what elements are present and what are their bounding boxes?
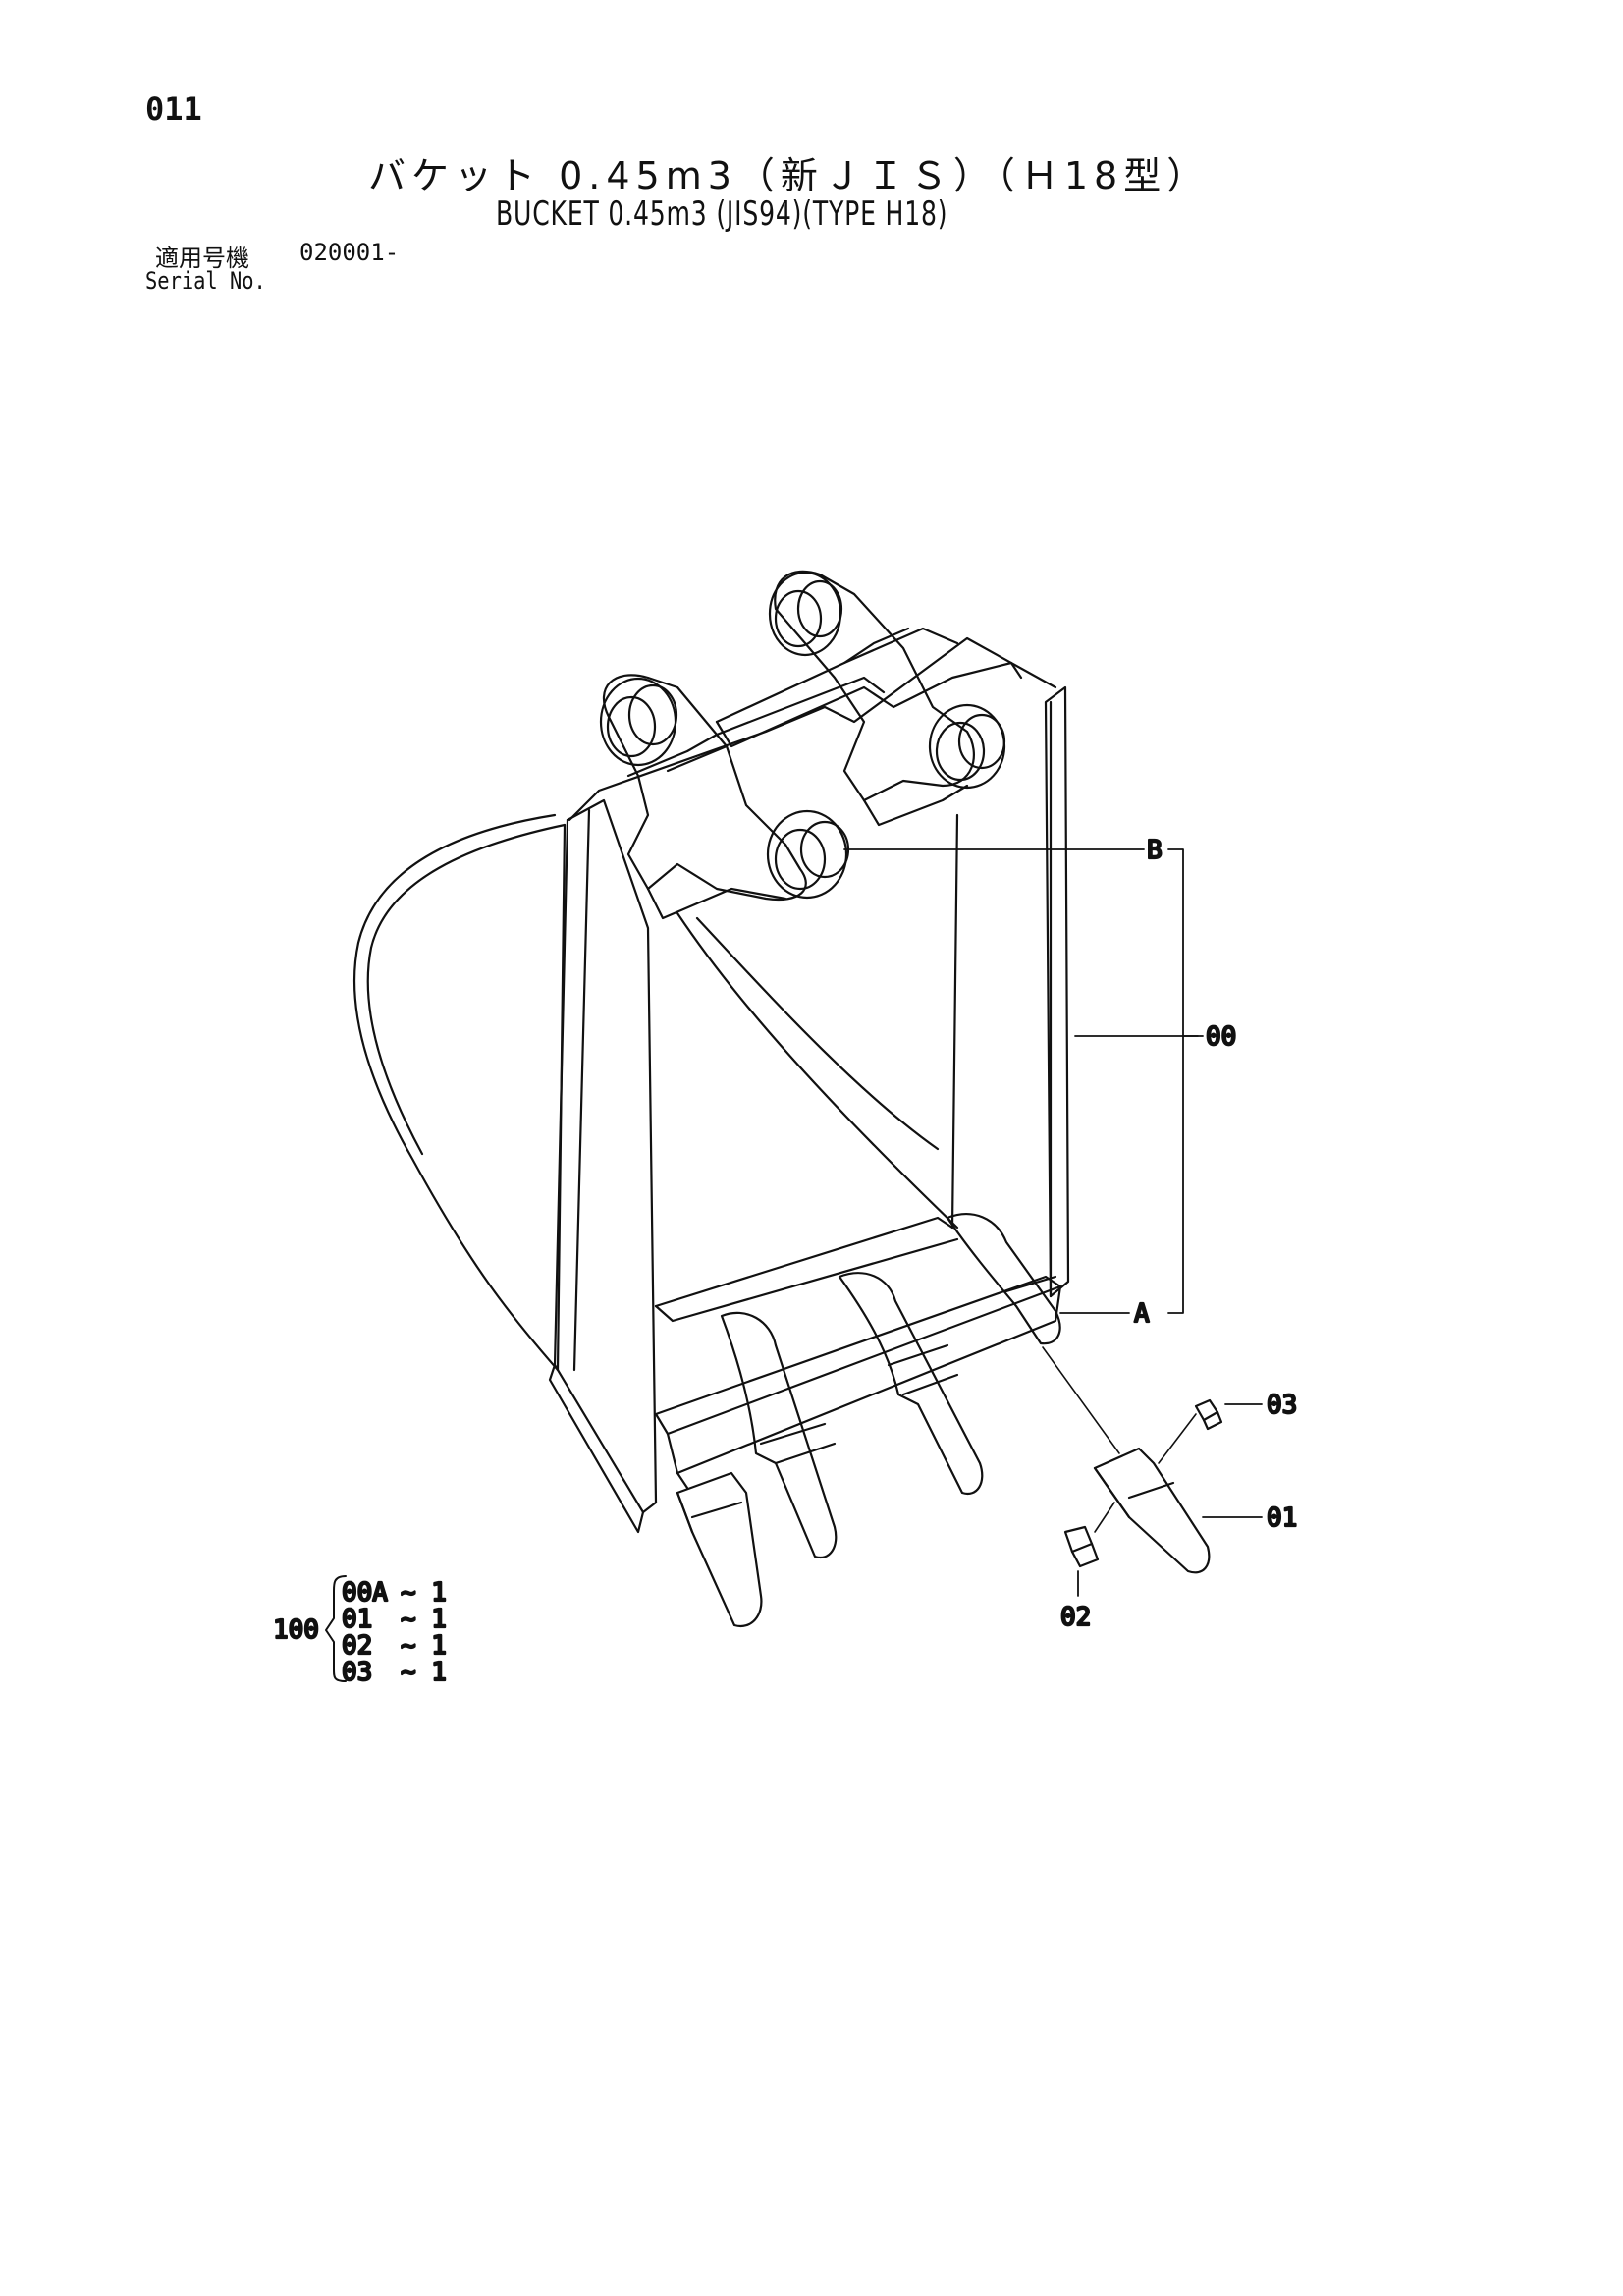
assembly-part: 00A	[342, 1578, 388, 1608]
right-top-pin	[768, 571, 843, 657]
serial-label-english: Serial No.	[145, 267, 266, 295]
serial-number: 020001-	[299, 239, 400, 266]
callout-00: 00	[1206, 1022, 1236, 1052]
callout-03: 03	[1267, 1391, 1297, 1420]
left-bottom-pin	[766, 809, 850, 900]
assembly-id: 100	[273, 1615, 319, 1645]
callout-01: 01	[1267, 1503, 1297, 1533]
exploded-tooth-01	[1093, 1447, 1211, 1574]
assembly-qty: ~ 1	[401, 1605, 447, 1634]
right-bottom-pin	[928, 703, 1006, 790]
tooth-2	[720, 1311, 838, 1559]
exploded-lock-03	[1194, 1398, 1223, 1431]
assembly-qty: ~ 1	[401, 1578, 447, 1608]
exploded-pin-02	[1063, 1525, 1100, 1568]
leader-lines	[843, 848, 1263, 1597]
assembly-part: 02	[342, 1631, 372, 1661]
callout-a: A	[1134, 1299, 1150, 1329]
cutting-edge	[654, 1275, 1062, 1490]
right-bracket	[774, 570, 975, 827]
callout-02: 02	[1060, 1603, 1091, 1632]
assembly-part: 03	[342, 1658, 372, 1687]
assembly-part: 01	[342, 1605, 372, 1634]
page-number: 011	[145, 90, 202, 128]
callout-b: B	[1147, 836, 1163, 865]
tooth-tip-exploded-guide	[1042, 1346, 1197, 1533]
right-side-plate	[950, 685, 1070, 1298]
title-japanese: バケット 0.45m3（新ＪＩＳ）（Ｈ18型）	[368, 154, 1211, 197]
bucket-shell	[352, 813, 567, 1372]
assembly-qty: ~ 1	[401, 1658, 447, 1687]
tooth-4	[946, 1213, 1061, 1345]
bucket-floor	[654, 911, 959, 1323]
assembly-list: 100 00A ~ 1 01 ~ 1 02 ~ 1 03 ~ 1	[272, 1575, 448, 1688]
left-bracket	[602, 674, 807, 920]
tooth-3	[838, 1272, 984, 1496]
assembly-qty: ~ 1	[401, 1631, 447, 1661]
serial-label-japanese: 適用号機	[155, 245, 249, 272]
left-side-plate	[548, 798, 658, 1534]
tooth-1	[676, 1471, 763, 1628]
title-english: BUCKET 0.45m3 (JIS94)(TYPE H18)	[496, 194, 948, 234]
left-top-pin	[599, 677, 678, 767]
